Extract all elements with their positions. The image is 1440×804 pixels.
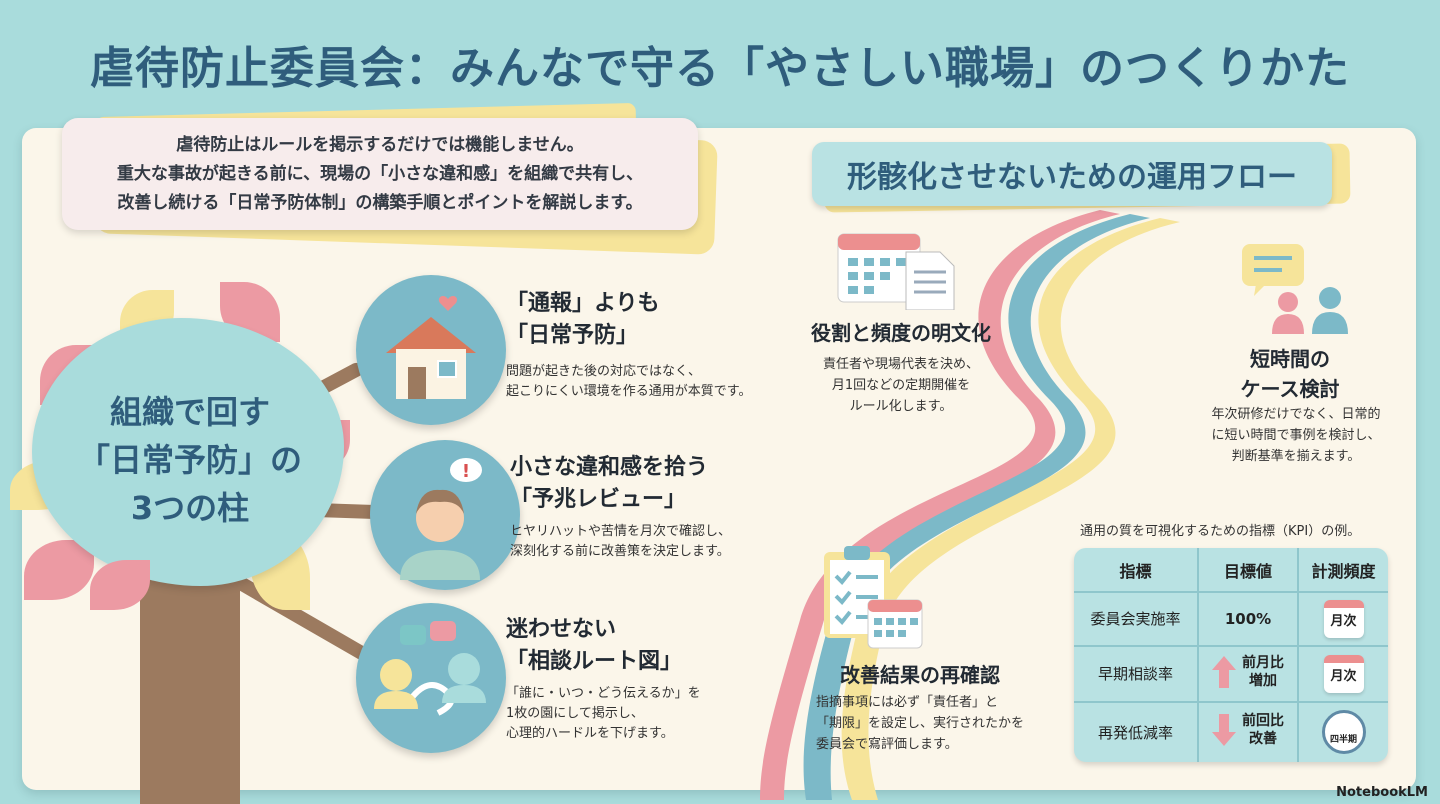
checklist-calendar-icon bbox=[824, 546, 923, 649]
kpi-target-line: 前月比 bbox=[1242, 654, 1284, 671]
flow-title: 形骸化させないための運用フロー bbox=[812, 142, 1332, 206]
step-desc-line: 月1回などの定期開催を bbox=[831, 378, 971, 393]
pillar-title-line: 「予兆レビュー」 bbox=[510, 487, 687, 512]
pillar-desc-line: 深刻化する前に改善策を決定します。 bbox=[510, 544, 730, 559]
kpi-target-line: 増加 bbox=[1249, 672, 1277, 689]
kpi-freq: 月次 bbox=[1298, 592, 1388, 647]
pillar-2-title: 小さな違和感を拾う 「予兆レビュー」 bbox=[510, 452, 708, 516]
arrow-down-icon bbox=[1212, 714, 1236, 747]
kpi-freq: 月次 bbox=[1298, 645, 1388, 703]
tree-canopy bbox=[32, 318, 344, 586]
kpi-target-line: 改善 bbox=[1249, 731, 1277, 748]
tree-heading-line: 「日常予防」の bbox=[77, 441, 302, 479]
step-desc-line: 年次研修だけでなく、日常的 bbox=[1211, 407, 1381, 422]
pillar-3-title: 迷わせない 「相談ルート図」 bbox=[506, 614, 682, 678]
step-desc-line: 責任者や現場代表を決め、 bbox=[822, 357, 979, 372]
flow-step-1-desc: 責任者や現場代表を決め、 月1回などの定期開催を ルール化します。 bbox=[786, 354, 1016, 417]
intro-card: 虐待防止はルールを掲示するだけでは機能しません。 重大な事故が起きる前に、現場の… bbox=[62, 118, 698, 230]
pillar-title-line: 「日常予防」 bbox=[506, 323, 639, 348]
tree-heading-line: 組織で回す bbox=[109, 393, 270, 431]
kpi-freq: 四半期 bbox=[1298, 702, 1388, 762]
flow-step-2-title: 短時間の ケース検討 bbox=[1200, 344, 1380, 404]
kpi-target: 前月比増加 bbox=[1198, 645, 1299, 703]
pillar-desc-line: 起こりにくい環境を作る通用が本質です。 bbox=[506, 384, 752, 399]
step-desc-line: 判断基準を揃えます。 bbox=[1231, 449, 1361, 464]
pillar-title-line: 迷わせない bbox=[506, 617, 617, 642]
pillar-desc-line: ヒヤリハットや苦情を月次で確認し、 bbox=[510, 524, 732, 539]
page-title: 虐待防止委員会：みんなで守る「やさしい職場」のつくりかた bbox=[90, 43, 1350, 94]
flow-step-1-title: 役割と頻度の明文化 bbox=[811, 321, 991, 345]
step-desc-line: 「期限」を設定し、実行されたかを bbox=[816, 716, 1025, 731]
kpi-name: 再発低減率 bbox=[1074, 701, 1199, 762]
pillar-1-desc: 問題が起きた後の対応ではなく、 起こりにくい環境を作る通用が本質です。 bbox=[506, 362, 751, 402]
flow-ribbons bbox=[760, 210, 1180, 800]
step-title-line: ケース検討 bbox=[1240, 377, 1340, 401]
step-title-line: 短時間の bbox=[1250, 347, 1330, 371]
pillar-title-line: 「通報」よりも bbox=[506, 291, 660, 316]
intro-line: 重大な事故が起きる前に、現場の「小さな違和感」を組織で共有し、 bbox=[116, 163, 644, 184]
step-desc-line: 委員会で寫評価します。 bbox=[816, 737, 958, 752]
person-exclamation-icon: ! bbox=[400, 458, 482, 580]
flow-step-3-title: 改善結果の再確認 bbox=[840, 663, 1000, 687]
intro-line: 改善し続ける「日常予防体制」の構築手順とポイントを解説します。 bbox=[117, 192, 643, 213]
pillar-1-circle bbox=[356, 275, 506, 425]
calendar-icon: 月次 bbox=[1323, 654, 1364, 693]
kpi-target: 前回比改善 bbox=[1198, 701, 1299, 762]
chat-people-icon bbox=[1242, 244, 1348, 334]
flow-step-2-desc: 年次研修だけでなく、日常的 に短い時間で事例を検討し、 判断基準を揃えます。 bbox=[1196, 404, 1396, 467]
svg-text:!: ! bbox=[462, 461, 470, 482]
clock-icon: 四半期 bbox=[1321, 710, 1366, 755]
pillar-3-circle bbox=[356, 603, 506, 753]
kpi-target: 100% bbox=[1198, 592, 1299, 647]
step-desc-line: 指摘事項には必ず「責任者」と bbox=[816, 695, 999, 710]
brand-label: NotebookLM bbox=[1336, 785, 1428, 800]
kpi-name: 委員会実施率 bbox=[1074, 592, 1199, 647]
consultation-route-icon bbox=[374, 621, 486, 716]
pillar-desc-line: 「誰に・いつ・どう伝えるか」を bbox=[506, 686, 701, 701]
pillar-desc-line: 心理的ハードルを下げます。 bbox=[506, 726, 674, 741]
house-heart-icon bbox=[386, 296, 476, 399]
kpi-table: 指標 目標値 計測頻度 委員会実施率 100% 月次 早期相談率 前月比増加 月… bbox=[1074, 548, 1388, 762]
pillar-title-line: 小さな違和感を拾う bbox=[510, 455, 709, 480]
kpi-name: 早期相談率 bbox=[1074, 645, 1199, 703]
tree-heading: 組織で回す 「日常予防」の 3つの柱 bbox=[40, 388, 340, 532]
pillar-desc-line: 問題が起きた後の対応ではなく、 bbox=[506, 364, 702, 379]
pillar-2-circle: ! bbox=[370, 440, 520, 590]
kpi-header: 指標 bbox=[1074, 548, 1199, 593]
kpi-header: 計測頻度 bbox=[1298, 548, 1388, 593]
kpi-caption: 通用の質を可視化するための指標（KPI）の例。 bbox=[1080, 524, 1361, 539]
kpi-freq-label: 四半期 bbox=[1329, 735, 1357, 746]
pillar-3-desc: 「誰に・いつ・どう伝えるか」を 1枚の園にして掲示し、 心理的ハードルを下げます… bbox=[506, 684, 701, 744]
step-desc-line: に短い時間で事例を検討し、 bbox=[1211, 428, 1381, 443]
arrow-up-icon bbox=[1212, 655, 1236, 688]
kpi-row: 再発低減率 前回比改善 四半期 bbox=[1074, 701, 1388, 762]
flow-step-3-desc: 指摘事項には必ず「責任者」と 「期限」を設定し、実行されたかを 委員会で寫評価し… bbox=[790, 692, 1050, 755]
kpi-target-line: 前回比 bbox=[1242, 713, 1284, 730]
step-desc-line: ルール化します。 bbox=[849, 399, 953, 414]
calendar-document-icon bbox=[837, 233, 955, 310]
kpi-row: 委員会実施率 100% 月次 bbox=[1074, 592, 1388, 647]
pillar-desc-line: 1枚の園にして掲示し、 bbox=[506, 706, 644, 721]
tree-heading-line: 3つの柱 bbox=[130, 489, 250, 527]
kpi-header: 目標値 bbox=[1198, 548, 1299, 593]
pillar-1-title: 「通報」よりも 「日常予防」 bbox=[506, 288, 660, 352]
pillar-title-line: 「相談ルート図」 bbox=[506, 649, 683, 674]
intro-line: 虐待防止はルールを掲示するだけでは機能しません。 bbox=[176, 134, 584, 155]
kpi-header-row: 指標 目標値 計測頻度 bbox=[1074, 548, 1388, 593]
calendar-icon: 月次 bbox=[1323, 599, 1364, 638]
pillar-2-desc: ヒヤリハットや苦情を月次で確認し、 深刻化する前に改善策を決定します。 bbox=[510, 522, 731, 562]
kpi-row: 早期相談率 前月比増加 月次 bbox=[1074, 645, 1388, 703]
